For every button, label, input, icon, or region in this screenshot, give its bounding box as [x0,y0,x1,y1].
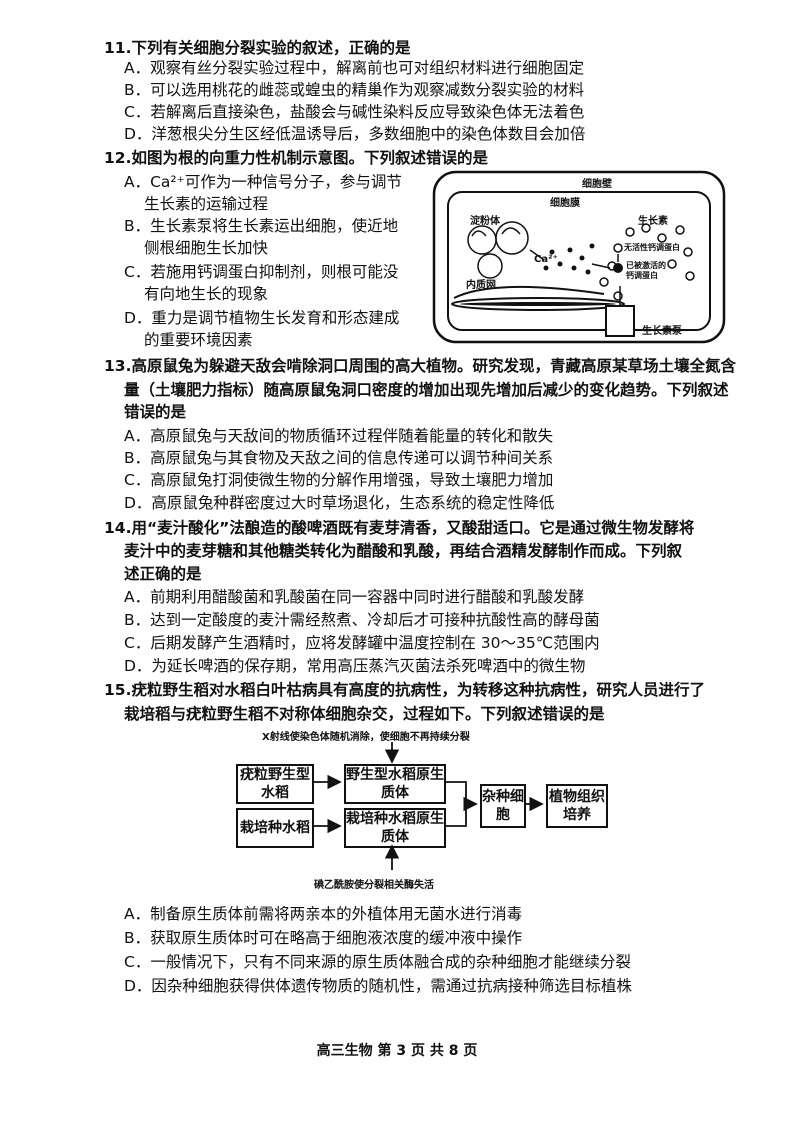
er-body [451,297,625,311]
q11-option-b: B．可以选用桃花的雌蕊或蝗虫的精巢作为观察减数分裂实验的材料 [124,81,585,99]
q12-option-c-cont: 有向地生长的现象 [144,285,269,303]
calcium-dots [543,243,595,275]
auxin-pump-icon [605,305,635,337]
q13-option-d: D．高原鼠兔种群密度过大时草场退化，生态系统的稳定性降低 [124,494,555,512]
active-calmodulin-label-1: 已被激活的 [626,261,666,270]
q14-option-a: A．前期利用醋酸菌和乳酸菌在同一容器中同时进行醋酸和乳酸发酵 [124,588,585,606]
auxin-label: 生长素 [638,216,668,227]
auxin-dots [599,223,695,301]
cell-wall-outline [432,170,726,344]
q13-stem-line3: 错误的是 [124,403,187,421]
auxin-pump-label: 生长素泵 [642,326,682,337]
cell-wall-label: 细胞壁 [582,179,612,190]
cell-membrane-label: 细胞膜 [550,198,580,209]
q14-option-d: D．为延长啤酒的保存期，常用高压蒸汽灭菌法杀死啤酒中的微生物 [124,657,586,675]
inactive-calmodulin-label: 无活性钙调蛋白 [624,243,680,252]
q15-option-c: C．一般情况下，只有不同来源的原生质体融合成的杂种细胞才能继续分裂 [124,953,631,971]
er-label: 内质网 [466,280,496,291]
active-calmodulin-icon [613,263,623,273]
hybridization-flowchart: X射线使染色体随机消除，使细胞不再持续分裂 疣粒野生型水稻 栽培种水稻 野生型水… [230,728,690,892]
amyloplast-label: 淀粉体 [470,216,500,227]
iodoacetamide-note: 碘乙酰胺使分裂相关酶失活 [314,880,434,891]
q14-option-c: C．后期发酵产生酒精时，应将发酵罐中温度控制在 30～35℃范围内 [124,634,600,652]
q11-option-c: C．若解离后直接染色，盐酸会与碱性染料反应导致染色体无法着色 [124,103,585,121]
hybrid-cell-box: 杂种细胞 [480,784,526,828]
q12-stem: 12.如图为根的向重力性机制示意图。下列叙述错误的是 [104,149,488,167]
calcium-label: Ca²⁺ [534,254,558,265]
q12-option-d: D．重力是调节植物生长发育和形态建成 [124,309,400,327]
q15-option-d: D．因杂种细胞获得供体遗传物质的随机性，需通过抗病接种筛选目标植株 [124,977,632,995]
cultivated-rice-box: 栽培种水稻 [236,808,314,848]
wild-protoplast-box: 野生型水稻原生质体 [344,764,446,804]
q14-stem-line3: 述正确的是 [124,565,202,583]
q11-option-d: D．洋葱根尖分生区经低温诱导后，多数细胞中的染色体数目会加倍 [124,125,586,143]
tissue-culture-box: 植物组织培养 [546,784,608,828]
cultivated-protoplast-box: 栽培种水稻原生质体 [344,808,446,848]
q13-option-b: B．高原鼠兔与其食物及天敌之间的信息传递可以调节种间关系 [124,449,554,467]
q12-option-b: B．生长素泵将生长素运出细胞，使近地 [124,217,399,235]
cell-membrane-outline [447,191,711,331]
q12-option-b-cont: 侧根细胞生长加快 [144,239,269,257]
x-ray-note: X射线使染色体随机消除，使细胞不再持续分裂 [262,732,470,743]
q15-stem-line1: 15.疣粒野生稻对水稻白叶枯病具有高度的抗病性，为转移这种抗病性，研究人员进行了 [104,681,705,699]
amyloplast-icon [467,225,497,255]
q12-option-a: A．Ca²⁺可作为一种信号分子，参与调节 [124,173,402,191]
wild-rice-box: 疣粒野生型水稻 [236,764,314,804]
inactive-calmodulin-icon [613,243,623,253]
amyloplast-icon [495,221,529,255]
er-curve [453,285,605,299]
q12-option-a-cont: 生长素的运输过程 [144,195,269,213]
q11-stem: 11.下列有关细胞分裂实验的叙述，正确的是 [104,39,411,57]
q15-option-b: B．获取原生质体时可在略高于细胞液浓度的缓冲液中操作 [124,929,523,947]
q13-option-a: A．高原鼠兔与天敌间的物质循环过程伴随着能量的转化和散失 [124,427,554,445]
active-calmodulin-label-2: 钙调蛋白 [626,271,658,280]
q13-option-c: C．高原鼠兔打洞使微生物的分解作用增强，导致土壤肥力增加 [124,471,554,489]
q11-option-a: A．观察有丝分裂实验过程中，解离前也可对组织材料进行细胞固定 [124,59,585,77]
q12-option-c: C．若施用钙调蛋白抑制剂，则根可能没 [124,263,399,281]
q15-option-a: A．制备原生质体前需将两亲本的外植体用无菌水进行消毒 [124,905,523,923]
amyloplast-icon [477,253,503,279]
page-footer: 高三生物 第 3 页 共 8 页 [316,1043,478,1059]
q14-stem-line1: 14.用“麦汁酸化”法酿造的酸啤酒既有麦芽清香，又酸甜适口。它是通过微生物发酵将 [104,519,695,537]
q14-option-b: B．达到一定酸度的麦汁需经熬煮、冷却后才可接种抗酸性高的酵母菌 [124,611,600,629]
q15-stem-line2: 栽培稻与疣粒野生稻不对称体细胞杂交，过程如下。下列叙述错误的是 [124,705,605,723]
q13-stem-line2: 量（土壤肥力指标）随高原鼠兔洞口密度的增加出现先增加后减少的变化趋势。下列叙述 [124,381,729,399]
q13-stem-line1: 13.高原鼠兔为躲避天敌会啃除洞口周围的高大植物。研究发现，青藏高原某草场土壤全… [104,357,736,375]
q12-option-d-cont: 的重要环境因素 [144,331,253,349]
gravitropism-figure: 细胞壁 细胞膜 淀粉体 生长素 Ca²⁺ 无活性钙调蛋白 已被激活的 钙调蛋白 … [432,168,728,348]
q14-stem-line2: 麦汁中的麦芽糖和其他糖类转化为醋酸和乳酸，再结合酒精发酵制作而成。下列叙 [124,542,683,560]
